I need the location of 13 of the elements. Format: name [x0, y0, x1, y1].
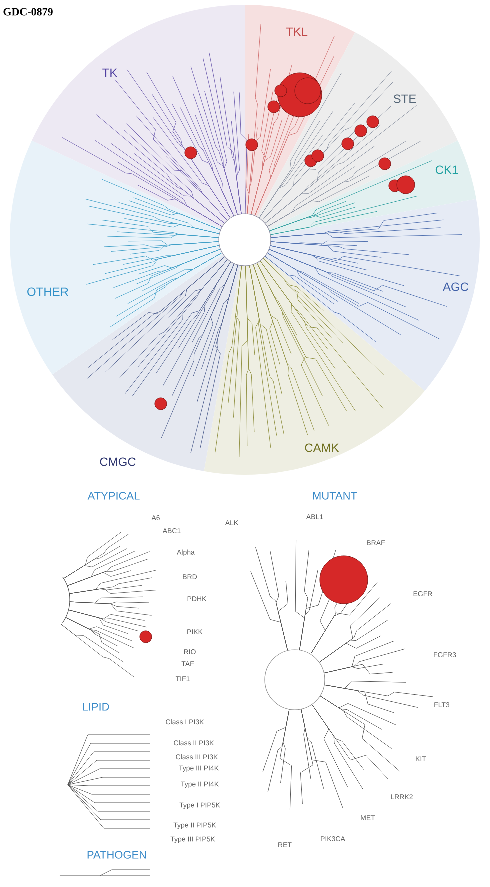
group-label: CK1 [436, 166, 458, 174]
group-label: CAMK [305, 444, 340, 452]
group-label: CMGC [100, 458, 136, 466]
group-heading: MUTANT [313, 492, 358, 500]
group-label: AGC [443, 282, 469, 292]
group-label: STE [394, 94, 416, 104]
group-heading: ATYPICAL [88, 492, 140, 500]
group-heading: LIPID [83, 703, 110, 711]
group-label: TK [102, 68, 118, 78]
group-label: OTHER [28, 288, 68, 296]
group-label: TKL [286, 28, 308, 36]
group-heading: PATHOGEN [88, 851, 146, 859]
title: GDC-0879 [4, 8, 53, 16]
